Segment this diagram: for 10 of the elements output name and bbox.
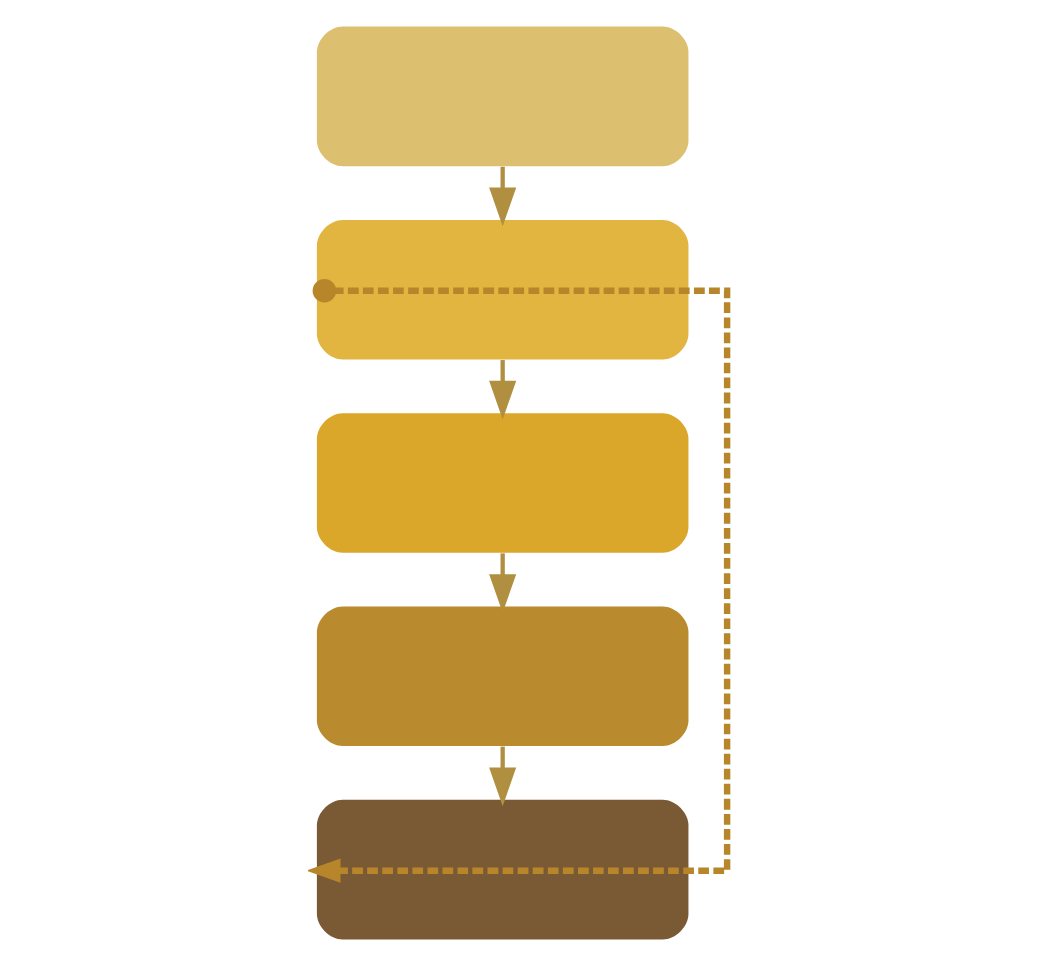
arrow (489, 552, 517, 612)
arrow (489, 359, 517, 419)
arrow (489, 745, 517, 806)
arrow (489, 165, 517, 226)
node-box (316, 605, 689, 746)
node-box (316, 412, 689, 552)
node-box (316, 798, 689, 939)
node-box (316, 218, 689, 359)
node-box (316, 25, 689, 166)
arrow (308, 277, 731, 882)
